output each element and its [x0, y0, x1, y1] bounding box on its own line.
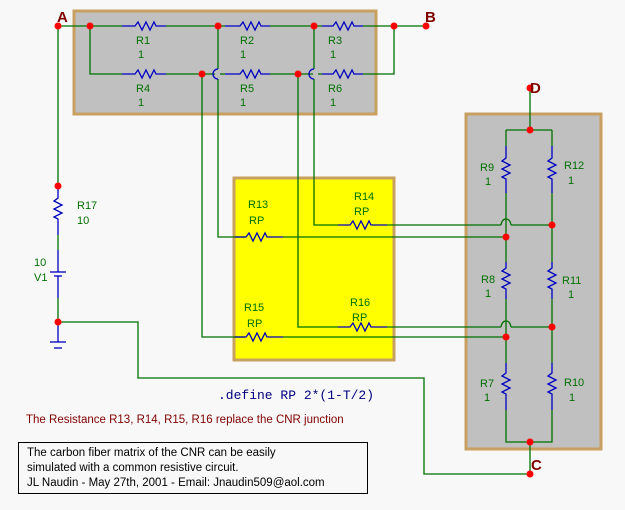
info-box: The carbon fiber matrix of the CNR can b… [18, 442, 368, 494]
cnr-wires [283, 224, 552, 338]
junction-dot [54, 22, 62, 30]
resistor-R2[interactable] [225, 20, 270, 32]
node-label-D: D [530, 80, 541, 97]
junction-dot [198, 70, 206, 78]
resistor-R11[interactable] [546, 262, 558, 299]
label-R2-value: 1 [240, 49, 246, 61]
voltage-source-V1[interactable] [50, 250, 66, 298]
node-label-C: C [531, 457, 542, 474]
label-R7-name: R7 [480, 378, 494, 390]
junction-dot [422, 22, 430, 30]
label-R17-name: R17 [77, 200, 97, 212]
label-R12-value: 1 [568, 175, 574, 187]
label-R7-value: 1 [484, 392, 490, 404]
resistor-R17[interactable] [52, 186, 64, 235]
resistor-R7[interactable] [500, 363, 512, 410]
junction-dot [526, 84, 534, 92]
label-R1-name: R1 [136, 35, 150, 47]
junction-dot [86, 22, 94, 30]
label-R4-value: 1 [138, 97, 144, 109]
junction-dot [548, 323, 556, 331]
node-label-B: B [425, 9, 436, 26]
resistor-R1[interactable] [122, 20, 166, 32]
resistor-R4[interactable] [122, 68, 166, 80]
label-R13-value: RP [249, 215, 264, 227]
label-R6-name: R6 [328, 83, 342, 95]
label-R11-value: 1 [568, 289, 574, 301]
info-line-3: JL Naudin - May 27th, 2001 - Email: Jnau… [27, 477, 325, 489]
panel-top-network [72, 9, 378, 116]
junction-dot [54, 182, 62, 190]
wire-crossover-icon [212, 68, 219, 80]
panel-right-network [464, 112, 603, 451]
junction-dot [54, 318, 62, 326]
junction-dot [526, 126, 534, 134]
junction-dot [390, 22, 398, 30]
label-V1-name: V1 [34, 272, 47, 284]
junction-dot [526, 438, 534, 446]
label-R16-value: RP [352, 312, 367, 324]
junction-dot [294, 70, 302, 78]
resistor-R3[interactable] [322, 20, 363, 32]
label-R8-value: 1 [485, 288, 491, 300]
label-R14-value: RP [354, 206, 369, 218]
junction-dots [54, 22, 556, 478]
label-R9-name: R9 [480, 162, 494, 174]
resistor-R9[interactable] [500, 146, 512, 193]
label-R14-name: R14 [354, 191, 374, 203]
label-R5-name: R5 [240, 83, 254, 95]
junction-dot [526, 470, 534, 478]
info-line-1: The carbon fiber matrix of the CNR can b… [27, 447, 276, 459]
label-R6-value: 1 [330, 97, 336, 109]
junction-dot [502, 233, 510, 241]
resistor-R15[interactable] [235, 331, 283, 343]
junction-dot [214, 22, 222, 30]
label-R10-value: 1 [569, 392, 575, 404]
label-R15-value: RP [247, 318, 262, 330]
resistor-R8[interactable] [500, 262, 512, 299]
resistor-R13[interactable] [235, 231, 283, 243]
label-R1-value: 1 [138, 49, 144, 61]
junction-dot [502, 333, 510, 341]
label-R3-value: 1 [330, 49, 336, 61]
label-R4-name: R4 [136, 83, 150, 95]
info-line-2: simulated with a common resistive circui… [27, 462, 239, 474]
junction-dot [310, 22, 318, 30]
junction-dot [548, 221, 556, 229]
label-R16-name: R16 [350, 297, 370, 309]
label-R5-value: 1 [240, 97, 246, 109]
ground-icon [50, 322, 66, 349]
label-R15-name: R15 [244, 302, 264, 314]
label-R12-name: R12 [564, 160, 584, 172]
resistor-R5[interactable] [225, 68, 270, 80]
node-label-A: A [57, 9, 68, 26]
label-R17-value: 10 [77, 215, 89, 227]
label-R3-name: R3 [328, 35, 342, 47]
label-R9-value: 1 [485, 176, 491, 188]
resistor-R6[interactable] [322, 68, 363, 80]
note-text: The Resistance R13, R14, R15, R16 replac… [26, 414, 344, 426]
resistor-R12[interactable] [546, 146, 558, 193]
label-R13-name: R13 [248, 199, 268, 211]
label-R2-name: R2 [240, 35, 254, 47]
label-R8-name: R8 [481, 274, 495, 286]
resistor-R16[interactable] [338, 321, 387, 333]
label-V1-value: 10 [34, 257, 46, 269]
resistor-R10[interactable] [546, 363, 558, 410]
wire-crossover-icon [308, 68, 315, 80]
define-directive: .define RP 2*(1-T/2) [218, 388, 374, 403]
resistor-R14[interactable] [338, 219, 387, 231]
label-R10-name: R10 [564, 377, 584, 389]
label-R11-name: R11 [562, 275, 581, 287]
